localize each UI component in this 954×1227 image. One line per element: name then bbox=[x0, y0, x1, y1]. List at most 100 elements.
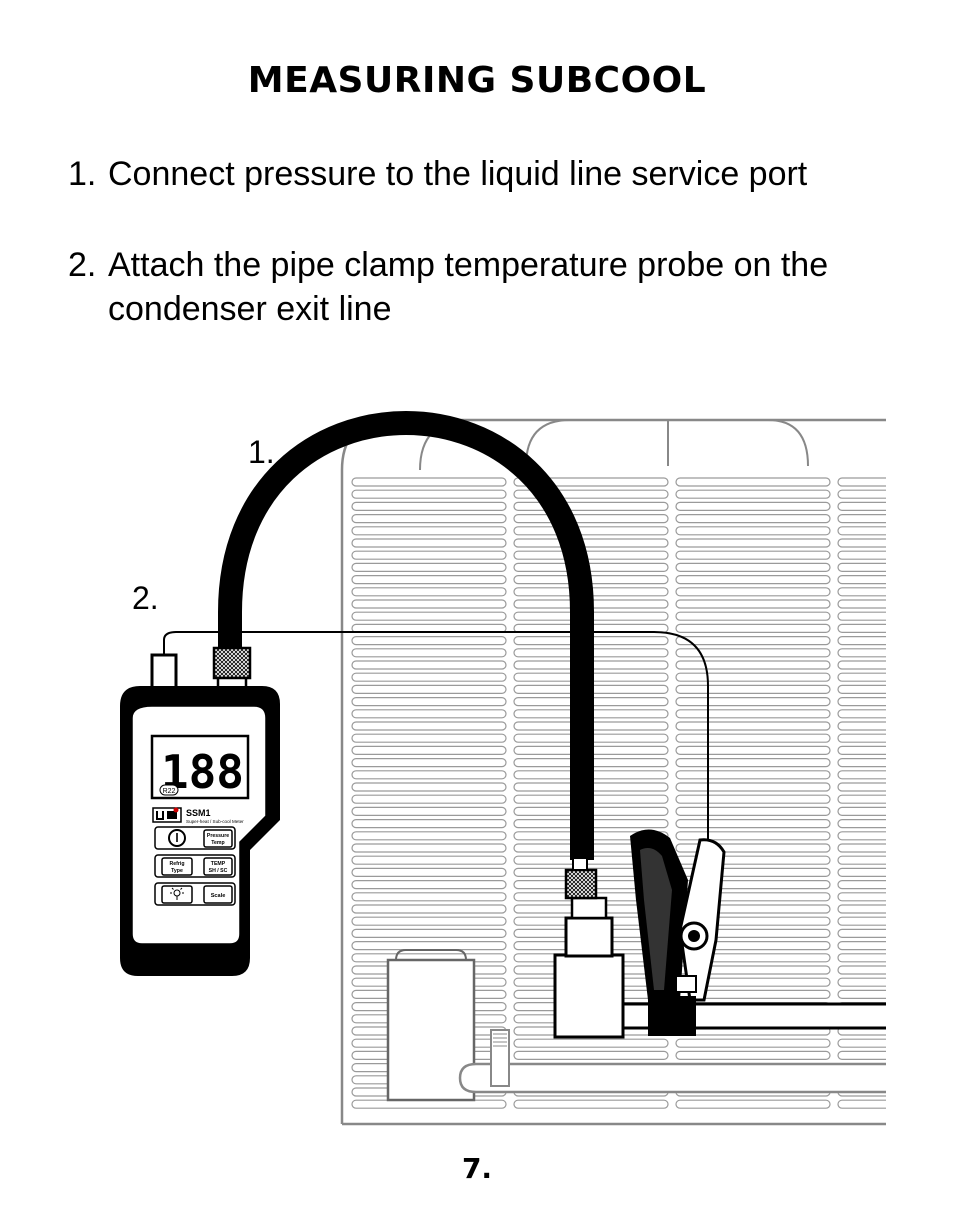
condenser-fin bbox=[351, 782, 507, 792]
condenser-fin bbox=[675, 623, 831, 634]
refrig-type-button[interactable] bbox=[161, 857, 193, 876]
ssm1-meter: 188 R22 SSM1 Super-heat / Sub-cool Meter… bbox=[120, 686, 280, 976]
condenser-fin bbox=[513, 1050, 669, 1061]
condenser-fin bbox=[351, 550, 507, 560]
pressure-hose bbox=[218, 411, 594, 871]
condenser-fin bbox=[351, 684, 507, 695]
meter-model: SSM1 bbox=[186, 808, 211, 818]
condenser-fin bbox=[351, 599, 507, 609]
condenser-fin bbox=[351, 477, 507, 487]
callout-2: 2. bbox=[132, 580, 159, 616]
condenser-fin bbox=[675, 599, 831, 609]
ueI-logo bbox=[152, 807, 182, 823]
condenser-fin bbox=[675, 526, 831, 536]
condenser-fin bbox=[351, 489, 507, 499]
condenser-fin bbox=[351, 745, 507, 756]
step-1-number: 1. bbox=[68, 155, 97, 193]
condenser-fin bbox=[675, 550, 831, 560]
step-2-text: Attach the pipe clamp temperature probe … bbox=[108, 246, 829, 328]
condenser-fin bbox=[675, 794, 831, 804]
condenser-fin bbox=[675, 782, 831, 792]
condenser-fin bbox=[675, 477, 831, 487]
right-margin bbox=[886, 400, 954, 1140]
condenser-fin bbox=[351, 794, 507, 804]
condenser-fin bbox=[513, 550, 669, 560]
condenser-fin bbox=[351, 904, 507, 914]
condenser-fin bbox=[351, 818, 507, 829]
meter-connectors bbox=[150, 646, 252, 691]
condenser-fin bbox=[675, 684, 831, 695]
step-2-number: 2. bbox=[68, 246, 97, 284]
condenser-fin bbox=[351, 733, 507, 743]
backlight-button[interactable] bbox=[161, 885, 193, 904]
condenser-fin bbox=[351, 562, 507, 573]
condenser-fin bbox=[675, 538, 831, 548]
condenser-fin bbox=[675, 501, 831, 511]
condenser-fin bbox=[351, 574, 507, 585]
page-title: MEASURING SUBCOOL bbox=[247, 60, 707, 101]
condenser-fin bbox=[513, 526, 669, 536]
backlight-icon bbox=[170, 887, 184, 900]
condenser-fin bbox=[675, 806, 831, 817]
condenser-fin bbox=[675, 696, 831, 707]
condenser-fin bbox=[675, 1038, 831, 1048]
condenser-fins bbox=[351, 400, 954, 1140]
condenser-fin bbox=[351, 757, 507, 768]
condenser-fin bbox=[675, 489, 831, 499]
condenser-fin bbox=[351, 696, 507, 707]
meter-subtitle: Super-heat / Sub-cool Meter bbox=[186, 819, 244, 824]
condenser-fin bbox=[351, 709, 507, 719]
condenser-fin bbox=[675, 648, 831, 658]
condenser-fin bbox=[351, 721, 507, 731]
condenser-fin bbox=[675, 587, 831, 597]
step-1-text: Connect pressure to the liquid line serv… bbox=[108, 155, 808, 193]
condenser-fin bbox=[351, 538, 507, 548]
condenser-fin bbox=[675, 818, 831, 829]
condenser-fin bbox=[351, 513, 507, 524]
refrig-type-label-1: Refrig bbox=[170, 861, 185, 867]
condenser-fin bbox=[675, 611, 831, 621]
pressure-temp-button[interactable] bbox=[203, 829, 233, 848]
condenser-fin bbox=[351, 672, 507, 682]
condenser-fin bbox=[351, 916, 507, 926]
condenser-fin bbox=[351, 526, 507, 536]
temp-shsc-button[interactable] bbox=[203, 857, 233, 876]
condenser-fin bbox=[351, 928, 507, 939]
condenser-fin bbox=[351, 831, 507, 841]
scale-label: Scale bbox=[211, 893, 226, 899]
condenser-fin bbox=[351, 770, 507, 780]
condenser-fin bbox=[675, 745, 831, 756]
condenser-fin bbox=[675, 770, 831, 780]
condenser-fin bbox=[351, 879, 507, 890]
condenser-fin bbox=[675, 562, 831, 573]
condenser-fin bbox=[351, 867, 507, 878]
condenser-fin bbox=[351, 660, 507, 670]
condenser-fin bbox=[513, 538, 669, 548]
condenser-fin bbox=[675, 1050, 831, 1061]
condenser-fin bbox=[513, 513, 669, 524]
refrig-type-label-2: Type bbox=[171, 868, 183, 874]
condenser-fin bbox=[675, 660, 831, 670]
temperature-probe-wire bbox=[163, 631, 709, 840]
condenser-fin bbox=[351, 501, 507, 511]
condenser-fin bbox=[675, 757, 831, 768]
condenser-fin bbox=[351, 587, 507, 597]
condenser-fin bbox=[351, 892, 507, 902]
scale-button[interactable] bbox=[203, 885, 233, 904]
pressure-temp-label-2: Temp bbox=[211, 840, 224, 846]
liquid-line-service-port bbox=[553, 868, 625, 1039]
condenser-fin bbox=[675, 721, 831, 731]
condenser-fin bbox=[675, 831, 831, 841]
page-number: 7. bbox=[461, 1152, 493, 1185]
condenser-fin bbox=[351, 648, 507, 658]
callout-1: 1. bbox=[248, 434, 275, 470]
condenser-fin bbox=[351, 855, 507, 865]
pressure-temp-label-1: Pressure bbox=[207, 833, 229, 839]
condenser-fin bbox=[675, 1099, 831, 1109]
condenser-fin bbox=[675, 709, 831, 719]
condenser-fin bbox=[351, 1099, 507, 1109]
condenser-fin bbox=[675, 574, 831, 585]
condenser-exit-pipe bbox=[458, 1029, 886, 1094]
condenser-fin bbox=[351, 806, 507, 817]
